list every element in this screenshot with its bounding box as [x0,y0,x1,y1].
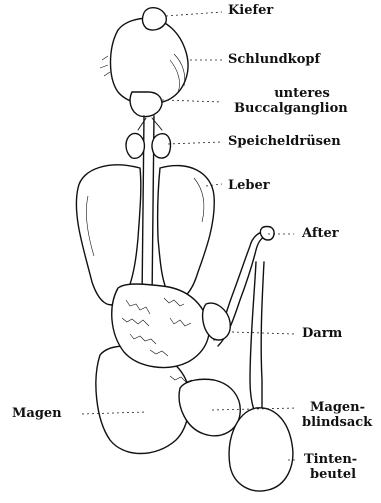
cecum [179,379,240,435]
jaw [143,8,167,30]
liver-right-lobe [158,166,215,299]
pharynx-base [130,92,162,117]
ink-sac [229,408,293,491]
label-magenblindsack-line1: Magen- [310,400,380,415]
ink-sac-duct [250,262,256,410]
salivary-gland-left [126,133,144,158]
glandular-mass [112,284,209,367]
label-darm: Darm [302,326,342,341]
salivary-gland-right [152,134,171,158]
buccal-mass [111,18,188,104]
label-tintenbeutel: Tinten- beutel [304,452,357,482]
ink-sac-duct-inner [261,262,264,410]
label-kiefer: Kiefer [228,3,273,18]
label-buccal-line1: unteres [252,86,352,101]
label-tintenbeutel-line2: beutel [310,467,363,482]
label-magenblindsack-line2: blindsack [302,415,372,430]
label-tintenbeutel-line1: Tinten- [304,452,357,467]
label-schlundkopf: Schlundkopf [228,52,320,67]
label-buccal-line2: Buccalganglion [234,101,364,116]
label-buccalganglion: unteres Buccalganglion [252,86,381,116]
anus [260,227,274,241]
label-magen: Magen [12,406,62,421]
label-magenblindsack: Magen- blindsack [302,400,372,430]
label-after: After [302,226,339,241]
label-leber: Leber [228,178,270,193]
label-speicheldruesen: Speicheldrüsen [228,134,341,149]
